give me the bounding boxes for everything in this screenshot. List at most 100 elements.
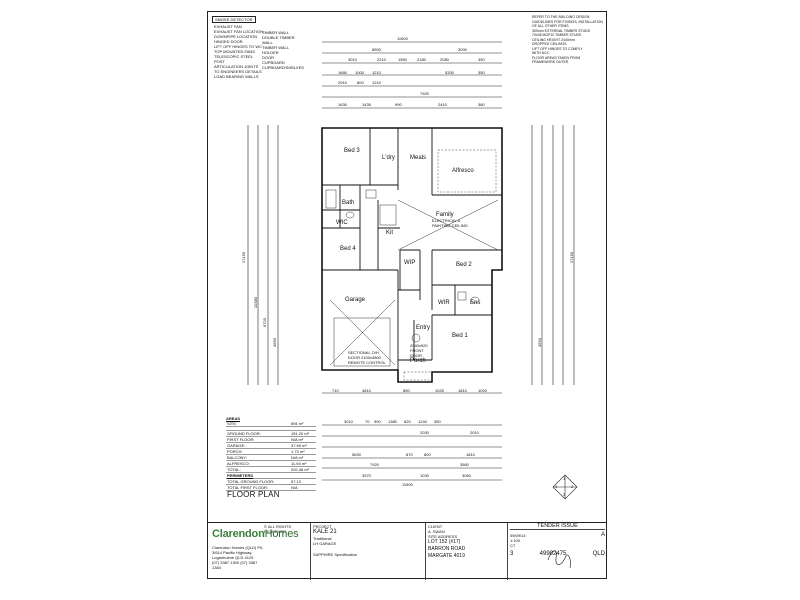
drawn-by: CT [510,543,516,548]
note-line: REFER TO THE BUILDING DESIGN [532,15,590,19]
job-number: 49902475 [539,551,567,557]
table-row: GROUND FLOOR: 151.20 m² [226,430,316,437]
dim-text: 1210 [372,80,381,85]
dim-text: 1210 [372,70,381,75]
legend-row: TIMBER WALL HOLDER [262,45,289,55]
legend-row: TOP MOUNTED FANS [214,49,255,54]
area-value: 694 m² [289,421,316,427]
note-line: CEILING HEIGHT 2440mm [532,37,575,42]
general-notes: REFER TO THE BUILDING DESIGN GUIDELINES … [532,15,604,65]
legend-row: DOWNPIPE LOCATION [214,34,258,39]
dim-text: 3050 [462,473,471,478]
legend-row: ARTICULATION JOINTS TO ENGINEERS DETAILS [214,64,262,74]
dim-text: 1810 [466,452,475,457]
dim-text: 7920 [420,91,429,96]
area-label: SITE: [226,421,290,427]
client-cell: CLIENT A. SWAN SITE ADDRESS LOT 152 (#17… [425,523,507,580]
legend-row: LIFT OFF HINGES TO WC [214,44,263,49]
dim-text: 7920 [370,462,379,467]
dim-text: 3010 [344,419,353,424]
north-point-label: 1 [563,476,566,481]
company-line: (07) 3387 1300 (07) 3387 1384 [212,560,258,570]
logo-text-a: Clarendon [212,528,265,540]
room-wip: WIP [404,260,416,266]
project-name: KALE 21 [313,529,337,535]
dim-text: 2030 [420,430,429,435]
dim-text: 350 [478,70,485,75]
garage-annotation: SECTIONAL O/H DOOR 2100x4800 REMOTE CONT… [348,350,386,365]
legend-row: TIMBER WALL [262,30,289,35]
area-total-label: TOTAL: [226,466,290,473]
area-label: PORCH: [226,448,290,455]
dim-text: 1680 [338,70,347,75]
dim-text: 3010 [348,57,357,62]
room-wic: WIC [336,220,348,226]
dim-text: 1435 [362,102,371,107]
dim-text: 5330 [445,70,454,75]
table-row: BALCONY: N/A m² [226,454,316,461]
issue-date: 09/09/14 [510,533,526,538]
client-name: A. SWAN [428,529,445,534]
copyright-text: © ALL RIGHTS RESERVED [264,524,292,534]
dim-text: 1030 [420,473,429,478]
table-row: TOTAL GROUND FLOOR: 57.12 [226,478,316,485]
room-entry: Entry [416,325,431,331]
dim-text: 990 [395,102,402,107]
dim-text: 710 [332,388,339,393]
dim-text: 10380 [253,296,259,309]
dim-text: 2010 [470,430,479,435]
north-point-label: 2 [571,484,574,489]
legend-list-right: TIMBER WALL DOUBLE TIMBER WALL TIMBER WA… [262,30,304,70]
room-bath: Bath [342,200,355,206]
scale: 1:100 [510,538,521,543]
dim-text: 1810 [458,388,467,393]
north-point-label: 3 [563,492,566,497]
area-value: N/A m² [289,454,316,461]
entry-annotation: 2040x920 FRONT DOOR [410,343,428,358]
site-road: BARRON ROAD [428,546,466,552]
table-row: PORCH: 1.73 m² [226,448,316,455]
legend-row: EXHAUST FAN [214,24,242,29]
site-address-label: SITE ADDRESS [428,534,458,539]
dim-text: 4810 [362,388,371,393]
sheet-number: 3 [510,551,514,557]
note-line: FLOOR AREAS TAKEN FROM [532,55,581,60]
project-cell: PROJECT KALE 21 Traditional LH GARAGE SA… [310,523,370,580]
dim-text: 1240 [418,419,427,424]
dim-text: 380 [478,102,485,107]
dim-text: 2180 [417,57,426,62]
room-bed2: Bed 2 [456,262,472,268]
dim-text: 3560 [460,462,469,467]
state: QLD [592,551,605,557]
room-ensuite: Ens [470,300,481,306]
perimeters-title: PERIMETERS [226,472,316,479]
dim-text: 17160 [241,251,247,264]
company-details: © ALL RIGHTS RESERVED [262,523,310,580]
dim-text: 1000 [355,70,364,75]
dim-text: 1550 [398,57,407,62]
company-address: Clarendon Homes (QLD) P/L 3/614 Pacific … [212,545,267,570]
room-laundry: L'dry [382,155,395,161]
company-line: Clarendon Homes (QLD) P/L [212,545,264,550]
dim-text: 2080 [440,57,449,62]
dim-text: 5630 [352,452,361,457]
perim-value: N/A [289,484,316,491]
table-row: ALFRESCO: 11.94 m² [226,460,316,467]
dim-text: 2210 [377,57,386,62]
areas-table: AREAS SITE: 694 m² GROUND FLOOR: 151.20 … [226,416,316,491]
room-kitchen: Kit [386,230,394,236]
note-line: DROPPED CEILINGS [532,42,567,46]
dim-text: 800 [357,80,364,85]
dim-text: 4590 [536,338,542,347]
dim-text: 17160 [569,251,575,264]
dim-overall-bottom: 11500 [402,482,413,487]
perim-label: TOTAL FIRST FLOOR: [226,484,290,491]
legend-list: EXHAUST FAN EXHAUST FAN LOCATION DOWNPIP… [214,24,264,79]
dim-text: 2910 [338,80,347,85]
dim-text: 3000 [458,47,467,52]
area-label: BALCONY: [226,454,290,461]
dim-text: 6720 [261,318,267,327]
dim-overall-top: 11500 [397,36,408,41]
specification: SAPPHIRE Specification [313,552,358,557]
